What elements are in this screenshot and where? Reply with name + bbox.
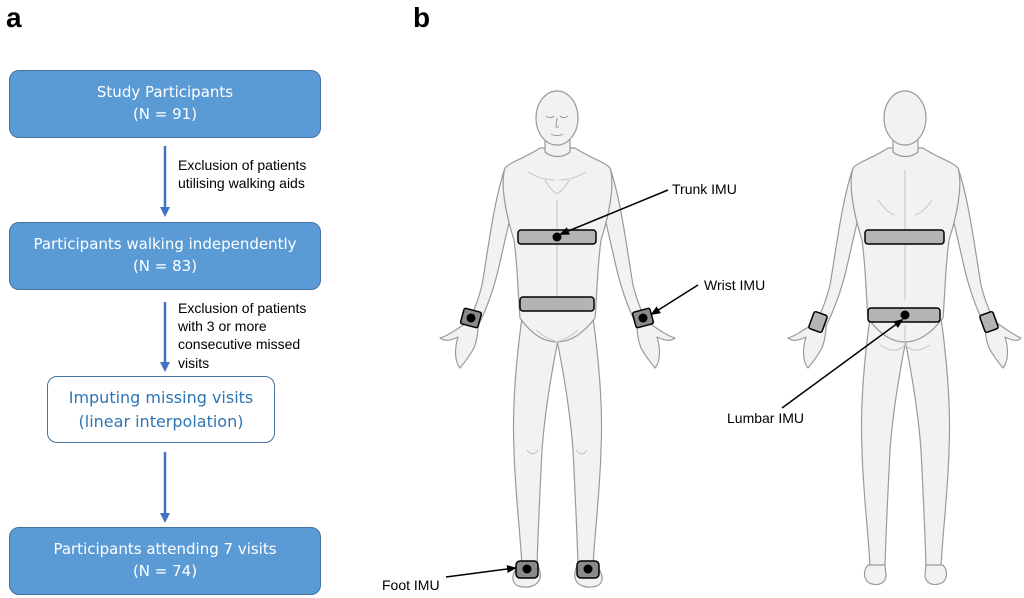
imputing-line-1: Imputing missing visits — [68, 388, 254, 408]
study-participants-count: (N = 91) — [132, 105, 198, 123]
trunk-sensor-dot — [552, 232, 562, 242]
seven-visits-count: (N = 74) — [132, 562, 198, 580]
wrist-sensor-right-dot — [638, 313, 648, 323]
imputing-line-2: (linear interpolation) — [78, 411, 244, 431]
trunk-imu-label: Trunk IMU — [672, 181, 737, 197]
seven-visits-title: Participants attending 7 visits — [53, 540, 277, 559]
sensor-bands-front — [459, 229, 655, 579]
foot-imu-label: Foot IMU — [382, 577, 440, 593]
imputing-missing-visits-box: Imputing missing visits (linear interpol… — [47, 376, 275, 443]
lumbar-imu-label: Lumbar IMU — [727, 410, 805, 426]
wrist-sensor-left-dot — [466, 313, 476, 323]
note-line: with 3 or more — [178, 318, 267, 335]
body-back-figure — [787, 90, 1022, 586]
trunk-callout-arrow — [559, 189, 669, 235]
note-line: consecutive missed — [178, 336, 301, 353]
panel-label-b: b — [413, 2, 431, 33]
independent-walkers-title: Participants walking independently — [33, 235, 297, 254]
body-front-figure — [439, 90, 676, 588]
foot-sensor-left-dot — [522, 564, 532, 574]
face-features — [545, 115, 569, 136]
lumbar-callout-arrow — [781, 318, 904, 409]
body-front-details — [526, 171, 588, 455]
seven-visits-box: Participants attending 7 visits (N = 74) — [9, 527, 321, 595]
note-line: utilising walking aids — [178, 175, 305, 192]
foot-callout-arrow — [445, 565, 517, 578]
note-line: Exclusion of patients — [178, 300, 307, 316]
wrist-callout-arrow — [650, 284, 699, 316]
study-participants-title: Study Participants — [96, 83, 234, 102]
wrist-band-left-back — [808, 310, 828, 334]
note-line: visits — [178, 354, 210, 371]
foot-sensor-right-dot — [583, 564, 593, 574]
exclusion-walking-aids-note: Exclusion of patients utilising walking … — [178, 156, 306, 192]
independent-walkers-box: Participants walking independently (N = … — [9, 222, 321, 290]
panel-label-a: a — [6, 2, 22, 33]
lumbar-sensor-dot — [900, 310, 910, 320]
trunk-band-back — [864, 229, 945, 245]
lumbar-band-front — [519, 296, 595, 312]
independent-walkers-count: (N = 83) — [132, 257, 198, 275]
exclusion-missed-visits-note: Exclusion of patients with 3 or more con… — [178, 299, 306, 372]
study-participants-box: Study Participants (N = 91) — [9, 70, 321, 138]
wrist-imu-label: Wrist IMU — [704, 277, 766, 293]
wrist-band-right-back — [979, 310, 999, 334]
sensor-bands-back — [808, 229, 999, 334]
callout-arrows — [445, 189, 904, 578]
note-line: Exclusion of patients — [178, 157, 307, 173]
